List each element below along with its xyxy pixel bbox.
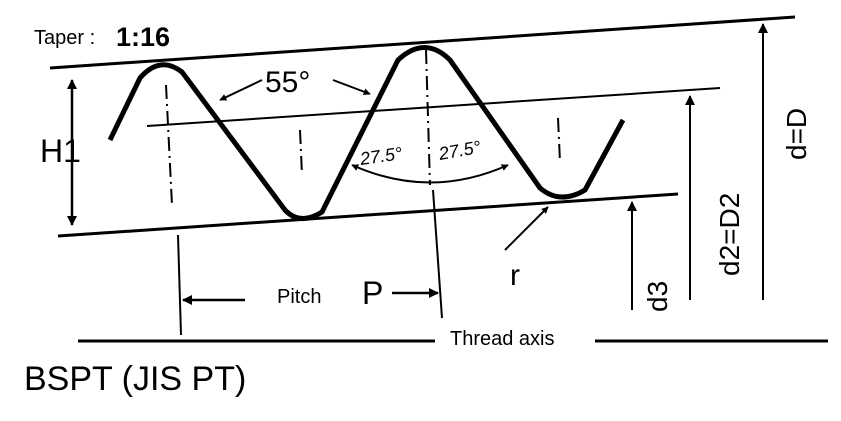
thread-axis-label: Thread axis: [450, 328, 555, 350]
thread-profile: [107, 45, 626, 221]
r-arrow: [504, 206, 549, 251]
pitch-p-label: P: [362, 275, 383, 311]
major-diameter-line: [49, 15, 796, 70]
taper-label: Taper :: [34, 27, 95, 49]
root-centerline-right: [557, 117, 561, 163]
root-centerline-left: [299, 129, 303, 176]
h1-label: H1: [40, 133, 81, 169]
half-angle-left-label: 27.5°: [358, 143, 404, 169]
half-angle-arc: [351, 164, 509, 184]
d3-label: d3: [642, 281, 673, 312]
minor-diameter-line: [57, 192, 679, 238]
d-label: d=D: [781, 108, 812, 160]
pitch-diameter-line: [146, 87, 721, 127]
pitch-extension-left: [177, 234, 182, 336]
r-label: r: [510, 259, 520, 292]
crest-centerline-right: [425, 49, 431, 186]
d2-label: d2=D2: [714, 193, 745, 276]
standard-caption: BSPT (JIS PT): [24, 360, 247, 398]
pitch-label: Pitch: [277, 286, 321, 308]
angle-55-arrow-right: [332, 79, 371, 96]
angle-55-label: 55°: [265, 66, 310, 99]
crest-centerline-left: [165, 84, 173, 206]
pitch-extension-right: [432, 189, 443, 319]
half-angle-right-label: 27.5°: [436, 137, 482, 164]
taper-value: 1:16: [116, 22, 170, 52]
angle-55-arrow-left: [219, 79, 263, 101]
